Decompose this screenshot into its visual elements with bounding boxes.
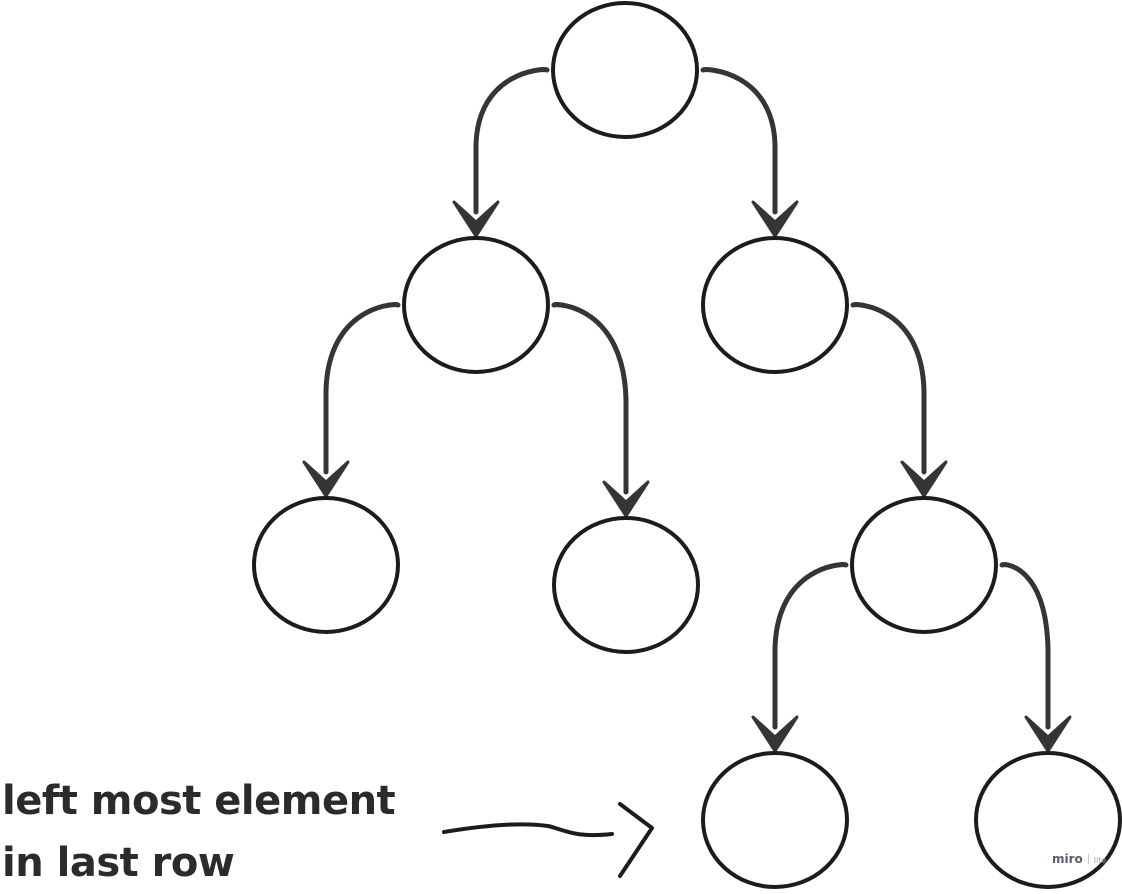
arrowhead-l-to-ll	[302, 460, 350, 498]
tree-node-lr	[552, 516, 700, 654]
edge-root-to-l	[473, 67, 550, 215]
edges-layer	[302, 67, 1072, 753]
arrowhead-root-to-l	[452, 200, 500, 238]
arrowhead-rr-to-rrr	[1024, 715, 1072, 753]
watermark-tier: lite	[1093, 856, 1107, 865]
miro-watermark: miro lite	[1052, 852, 1106, 866]
tree-node-l	[402, 236, 550, 374]
edge-rr-to-rrl	[772, 562, 849, 730]
edge-rr-to-rrr	[999, 562, 1051, 730]
tree-node-rrl	[701, 751, 849, 889]
nodes-layer	[252, 1, 1122, 889]
tree-node-rr	[850, 496, 998, 634]
arrowhead-root-to-r	[751, 200, 799, 238]
tree-node-rrr	[974, 751, 1122, 889]
edge-l-to-ll	[323, 302, 401, 475]
edge-r-to-rr	[850, 302, 927, 475]
arrowhead-rr-to-rrl	[751, 715, 799, 753]
watermark-divider	[1087, 854, 1089, 864]
edge-l-to-lr	[551, 302, 629, 495]
arrowhead-l-to-lr	[602, 480, 650, 518]
miro-logo-text: miro	[1052, 852, 1083, 866]
tree-node-root	[551, 1, 699, 139]
tree-node-ll	[252, 496, 400, 634]
annotation-label: left most element in last row	[2, 770, 442, 894]
annotation-line-2: in last row	[2, 840, 235, 886]
edge-root-to-r	[700, 67, 778, 215]
arrowhead-r-to-rr	[900, 460, 948, 498]
annotation-pointer-line	[442, 822, 614, 838]
tree-node-r	[701, 236, 849, 374]
annotation-pointer-arrowhead	[618, 802, 654, 878]
annotation-line-1: left most element	[2, 778, 396, 824]
